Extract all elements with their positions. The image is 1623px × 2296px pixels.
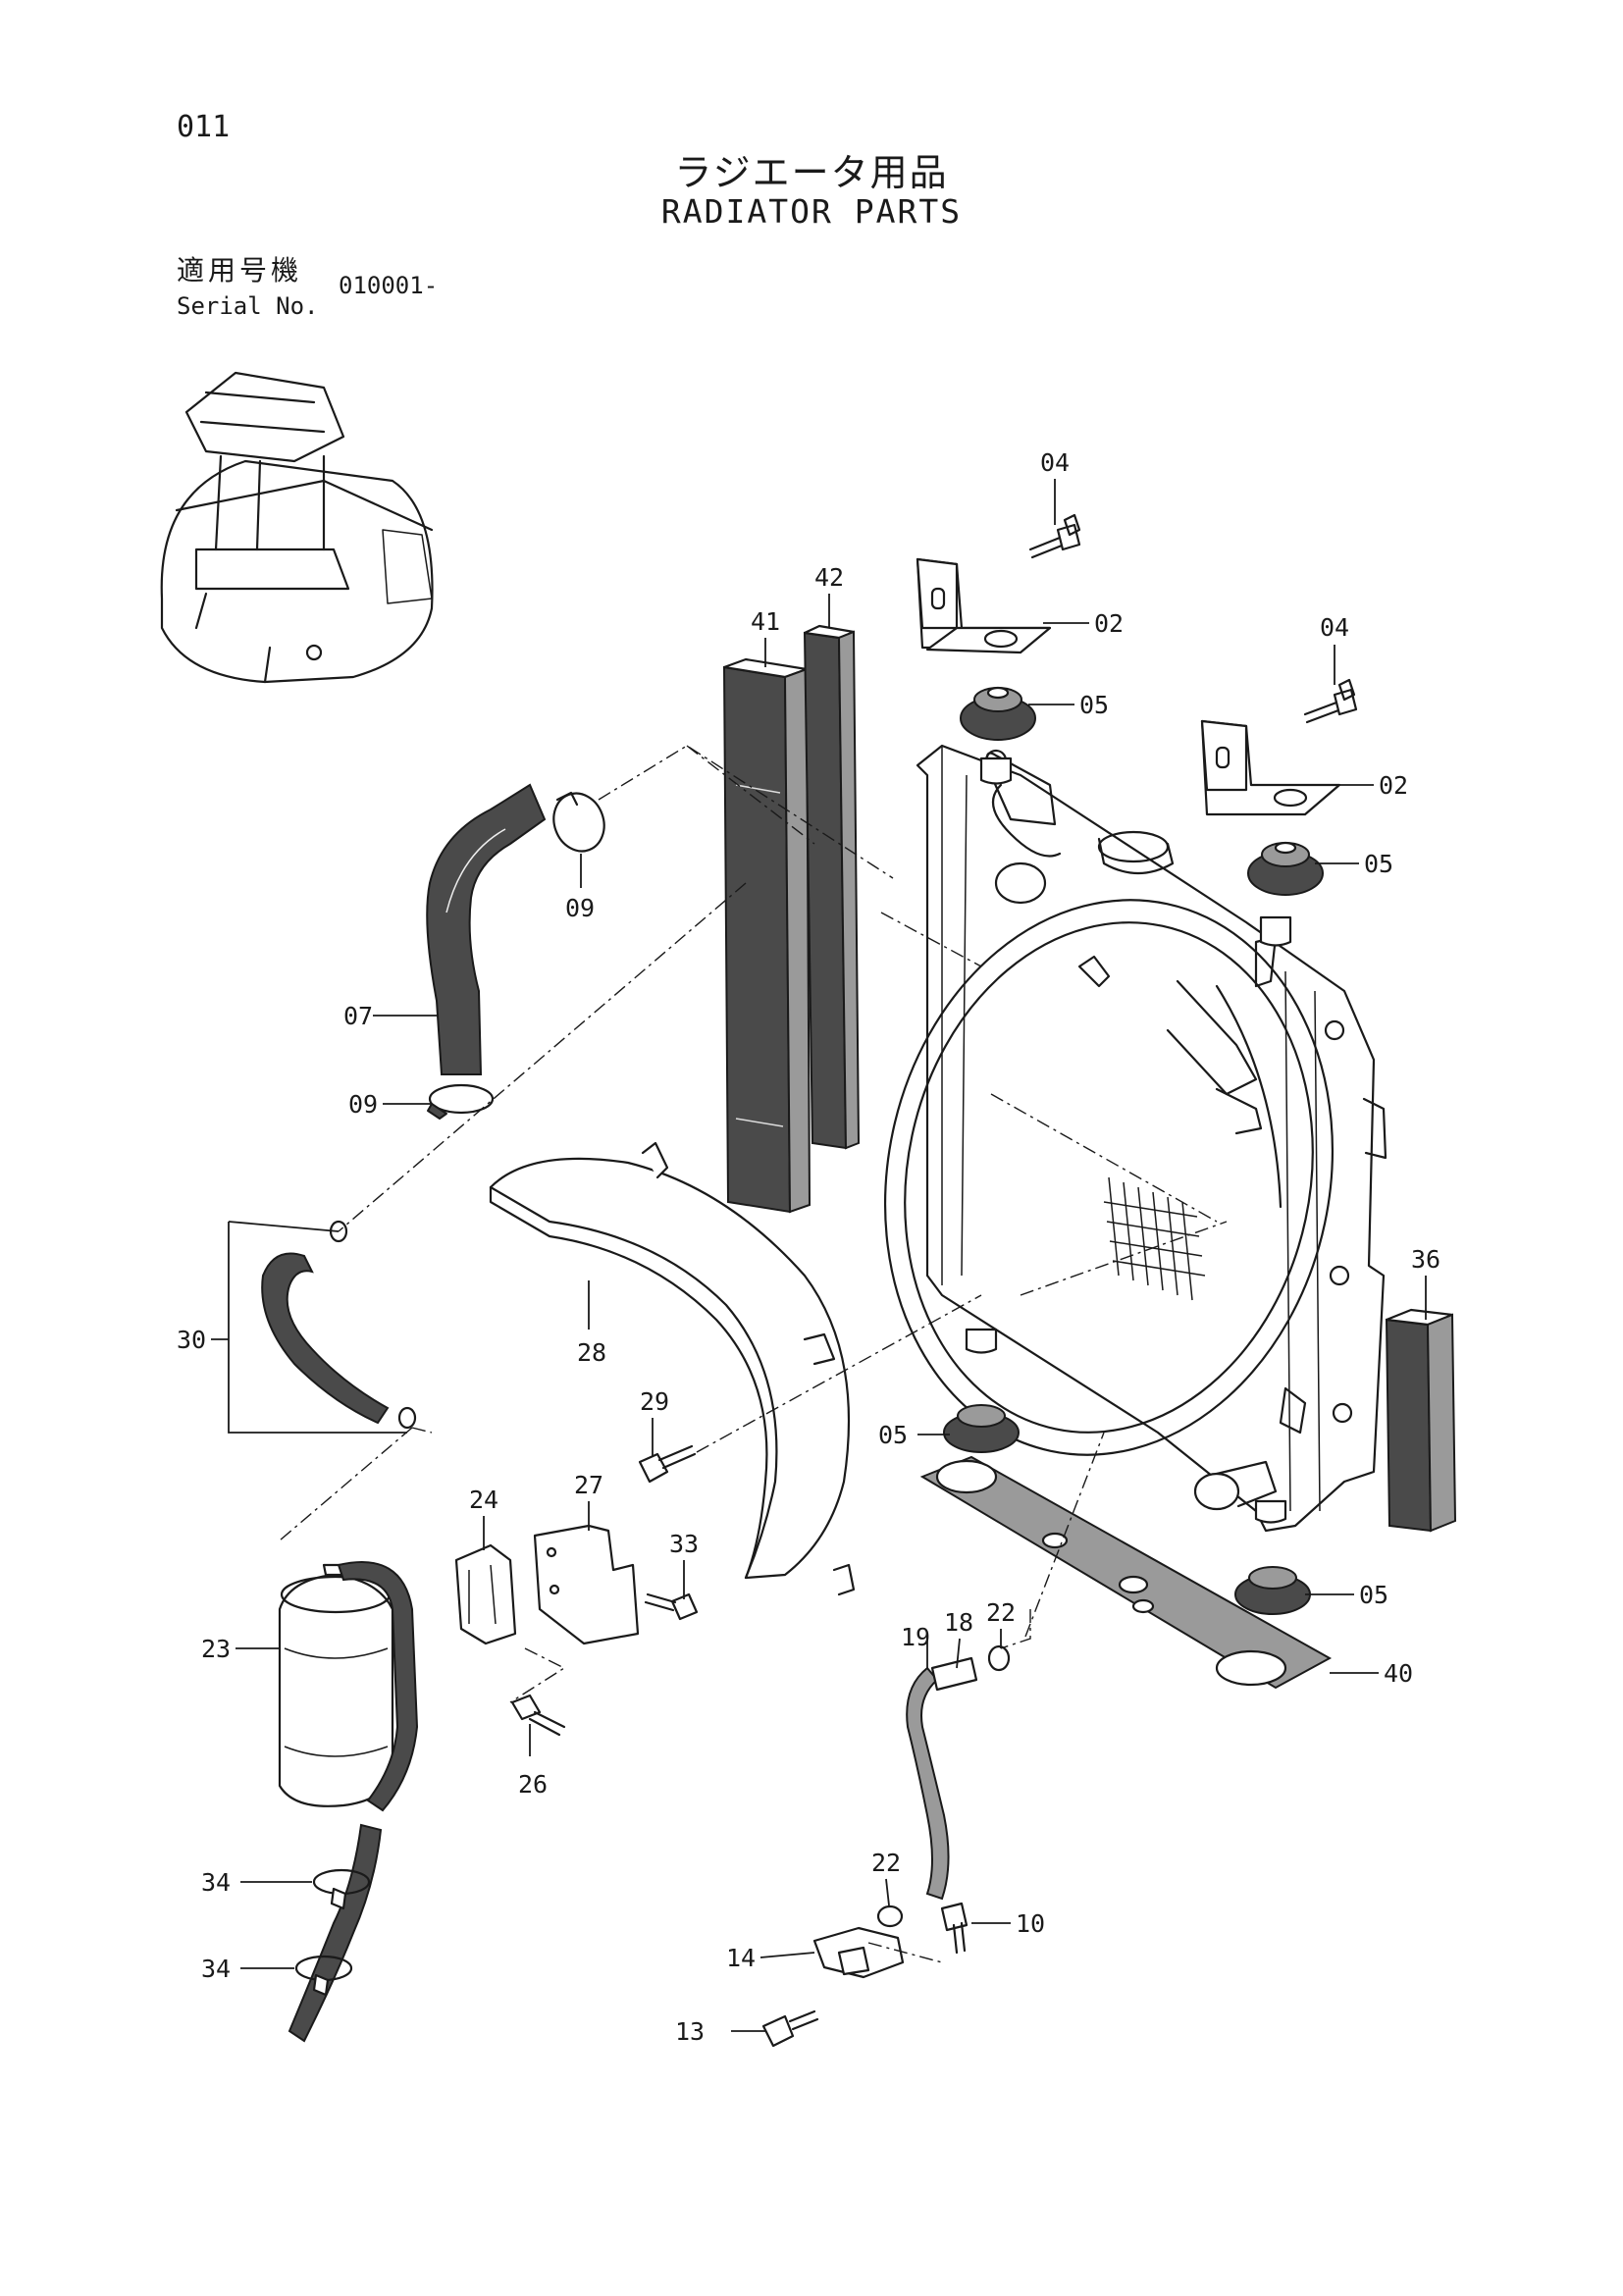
part-04-bolt-upper <box>1028 513 1081 559</box>
callout-14: 14 <box>726 1944 756 1972</box>
part-23-reserve-tank <box>278 1561 419 2043</box>
callout-34-upper: 34 <box>201 1868 231 1897</box>
part-28-fan-guard <box>489 1141 856 1596</box>
callout-36: 36 <box>1411 1245 1440 1274</box>
callout-24: 24 <box>469 1486 498 1514</box>
assembly-reference-lines <box>279 745 1228 1963</box>
serial-label-japanese: 適用号機 <box>177 254 303 287</box>
callout-41: 41 <box>751 607 780 636</box>
callout-10: 10 <box>1016 1909 1045 1938</box>
callout-labels: 04 04 02 02 05 05 05 05 41 42 09 07 09 3… <box>177 448 1440 2046</box>
page-title-english: RADIATOR PARTS <box>660 192 963 231</box>
part-26-bolt <box>510 1694 566 1737</box>
part-02-bracket-upper <box>916 557 1052 654</box>
part-13-drain-cock <box>761 2009 819 2048</box>
part-04-bolt-right <box>1303 678 1358 724</box>
callout-26: 26 <box>518 1770 548 1799</box>
callout-05-right: 05 <box>1364 850 1393 878</box>
callout-09-lower: 09 <box>348 1090 378 1119</box>
part-18-pipe-fitting <box>930 1656 978 1692</box>
callout-30: 30 <box>177 1326 206 1354</box>
callout-28: 28 <box>577 1338 606 1367</box>
callout-13: 13 <box>675 2017 705 2046</box>
callout-22-lower: 22 <box>871 1849 901 1877</box>
callout-27: 27 <box>574 1471 603 1499</box>
part-07-upper-hose <box>426 783 547 1075</box>
part-27-stay <box>533 1524 640 1645</box>
part-19-drain-hose <box>906 1666 950 1901</box>
callout-05-lower-left: 05 <box>878 1421 908 1449</box>
callout-23: 23 <box>201 1635 231 1663</box>
part-33-bolt <box>644 1592 699 1621</box>
serial-label-english: Serial No. <box>177 292 319 320</box>
part-05-mount-lower-right <box>1234 1566 1311 1615</box>
part-05-mount-lower-left <box>943 1404 1020 1453</box>
callout-19: 19 <box>901 1623 930 1651</box>
part-41-seal-strip <box>722 657 812 1214</box>
callout-22-upper: 22 <box>986 1598 1016 1627</box>
callout-40: 40 <box>1384 1659 1413 1688</box>
callout-04-right: 04 <box>1320 613 1349 642</box>
callout-07: 07 <box>343 1002 373 1030</box>
part-14-drain-cock-bracket <box>812 1926 905 1979</box>
part-24-tank-bracket <box>454 1543 517 1645</box>
radiator-assembly <box>883 744 1387 1533</box>
callout-34-lower: 34 <box>201 1955 231 1983</box>
part-40-gasket-plate <box>919 1455 1333 1690</box>
serial-number-value: 010001- <box>339 272 439 299</box>
callout-09-upper: 09 <box>565 894 595 922</box>
part-30-overflow-hose <box>261 1220 417 1430</box>
part-22-hose-clamp-upper <box>987 1644 1011 1672</box>
part-09-hose-clamp-upper <box>552 791 605 853</box>
part-42-seal-strip <box>803 624 861 1150</box>
callout-29: 29 <box>640 1387 669 1416</box>
callout-42: 42 <box>814 563 844 592</box>
part-34-hose-clamp-upper <box>312 1868 371 1910</box>
callout-33: 33 <box>669 1530 699 1558</box>
part-34-hose-clamp-lower <box>294 1955 353 1997</box>
callout-05-lower-right: 05 <box>1359 1581 1388 1609</box>
callout-leader-lines <box>211 479 1427 2032</box>
page-title-japanese: ラジエータ用品 <box>674 151 949 194</box>
part-10-bolt <box>940 1902 969 1955</box>
part-05-mount-right <box>1247 841 1324 896</box>
page-number: 011 <box>177 110 231 144</box>
callout-18: 18 <box>944 1608 973 1637</box>
part-02-bracket-right <box>1200 719 1341 816</box>
callout-04-upper: 04 <box>1040 448 1070 477</box>
part-05-mount-upper <box>960 686 1036 741</box>
machine-locator-thumbnail <box>160 371 434 684</box>
callout-02-right: 02 <box>1379 771 1408 800</box>
part-36-seal-strip <box>1385 1308 1457 1533</box>
part-29-bolt <box>638 1444 697 1484</box>
part-22-hose-clamp-lower <box>876 1905 904 1928</box>
callout-02-upper: 02 <box>1094 609 1124 638</box>
part-09-hose-clamp-lower <box>427 1083 495 1120</box>
callout-05-upper: 05 <box>1079 691 1109 719</box>
